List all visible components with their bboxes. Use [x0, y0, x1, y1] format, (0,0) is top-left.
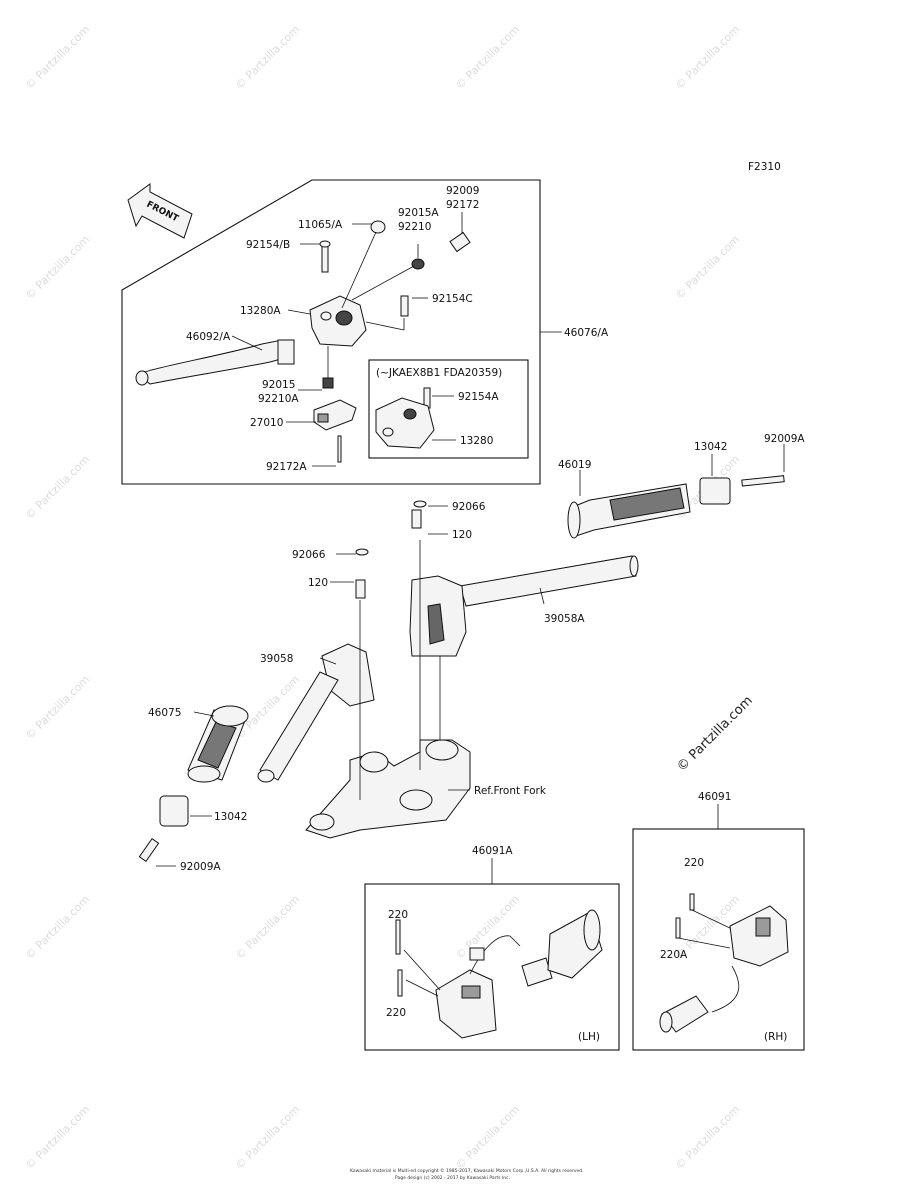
- part-label-13042-bot: 13042: [214, 811, 247, 823]
- part-label-92210: 92210: [398, 221, 431, 233]
- left-handlebar: [257, 548, 375, 783]
- right-grip-parts: [567, 444, 785, 539]
- part-label-220-lh-top: 220: [388, 909, 408, 921]
- part-label-92009A-bot: 92009A: [180, 861, 221, 873]
- part-label-92154B: 92154/B: [246, 239, 290, 251]
- rh-switch-box: [632, 828, 805, 1051]
- part-label-220A: 220A: [660, 949, 688, 961]
- part-label-46075: 46075: [148, 707, 181, 719]
- right-handlebar: [409, 500, 639, 657]
- part-label-92066-top: 92066: [452, 501, 486, 513]
- part-label-ref-front-fork: Ref.Front Fork: [474, 785, 547, 797]
- watermark: © Partzilla.com: [23, 233, 92, 302]
- part-label-46091: 46091: [698, 791, 731, 803]
- part-label-92154A: 92154A: [458, 391, 499, 403]
- part-label-46019: 46019: [558, 459, 591, 471]
- watermark: © Partzilla.com: [453, 893, 522, 962]
- watermark: © Partzilla.com: [453, 1103, 522, 1172]
- serial-note: (~JKAEX8B1 FDA20359): [376, 367, 502, 379]
- watermark: © Partzilla.com: [453, 23, 522, 92]
- part-label-11065A: 11065/A: [298, 219, 343, 231]
- left-grip-parts: [138, 705, 249, 867]
- watermark: © Partzilla.com: [23, 23, 92, 92]
- watermark: © Partzilla.com: [23, 453, 92, 522]
- front-arrow: FRONT: [127, 183, 193, 239]
- part-label-92009A-top: 92009A: [764, 433, 805, 445]
- diagram-code: F2310: [748, 161, 781, 173]
- part-label-39058A: 39058A: [544, 613, 585, 625]
- part-label-92066-mid: 92066: [292, 549, 326, 561]
- part-label-92154C: 92154C: [432, 293, 473, 305]
- watermark: © Partzilla.com: [233, 893, 302, 962]
- serial-subassembly-box: [368, 359, 529, 459]
- watermark-main: © Partzilla.com: [674, 693, 756, 775]
- part-label-220-rh: 220: [684, 857, 704, 869]
- part-label-39058: 39058: [260, 653, 293, 665]
- part-label-92015: 92015: [262, 379, 295, 391]
- footer-line-2: Page design (c) 2002 - 2017 by Kawasaki …: [395, 1175, 510, 1181]
- watermark: © Partzilla.com: [23, 673, 92, 742]
- part-label-46092A: 46092/A: [186, 331, 231, 343]
- watermark: © Partzilla.com: [233, 1103, 302, 1172]
- part-label-220-lh-bot: 220: [386, 1007, 406, 1019]
- watermark: © Partzilla.com: [673, 233, 742, 302]
- part-label-13280: 13280: [460, 435, 493, 447]
- watermark: © Partzilla.com: [673, 23, 742, 92]
- lh-switch-parts: [395, 909, 603, 1039]
- part-label-120-top: 120: [452, 529, 472, 541]
- side-label-lh: (LH): [578, 1031, 600, 1043]
- part-label-92172A: 92172A: [266, 461, 307, 473]
- part-label-46076A: 46076/A: [564, 327, 609, 339]
- part-label-27010: 27010: [250, 417, 283, 429]
- watermark: © Partzilla.com: [673, 1103, 742, 1172]
- triple-clamp: [305, 540, 471, 839]
- part-label-13042-top: 13042: [694, 441, 727, 453]
- part-label-92210A: 92210A: [258, 393, 299, 405]
- rh-switch-parts: [659, 893, 789, 1033]
- watermark: © Partzilla.com: [233, 23, 302, 92]
- side-label-rh: (RH): [764, 1031, 787, 1043]
- part-label-92172: 92172: [446, 199, 479, 211]
- part-label-13280A: 13280A: [240, 305, 281, 317]
- watermark: © Partzilla.com: [23, 1103, 92, 1172]
- footer-line-1: Kawasaki material is Multi-ed copyright …: [350, 1167, 584, 1174]
- part-label-46091A: 46091A: [472, 845, 513, 857]
- watermark-layer: © Partzilla.com © Partzilla.com © Partzi…: [23, 23, 742, 1172]
- part-label-120-mid: 120: [308, 577, 328, 589]
- part-label-92009: 92009: [446, 185, 479, 197]
- watermark: © Partzilla.com: [23, 893, 92, 962]
- master-cylinder-leaders: [231, 212, 562, 467]
- part-label-92015A: 92015A: [398, 207, 439, 219]
